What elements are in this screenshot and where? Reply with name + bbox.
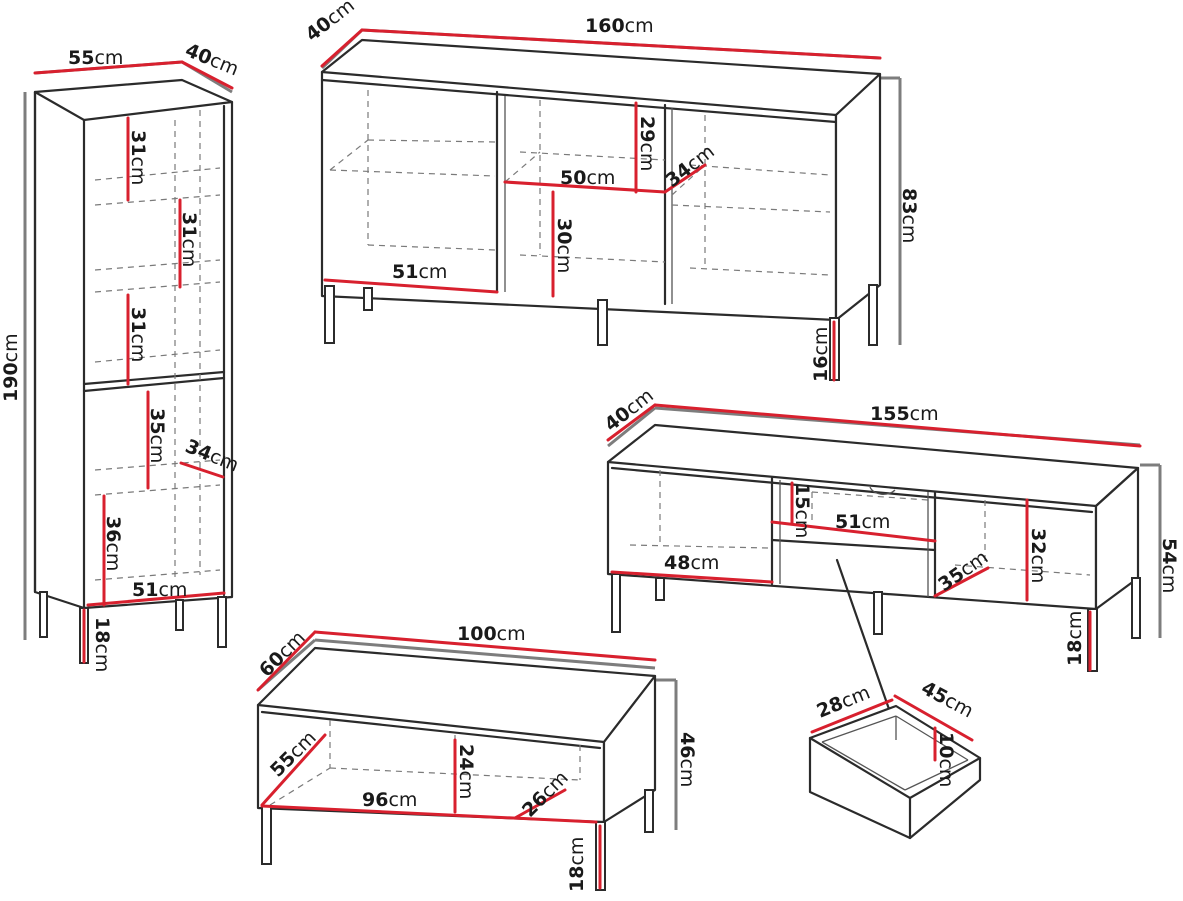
bookcase-width-label: 55cm: [68, 47, 123, 69]
coffee-table-inner-height-label: 24cm: [455, 744, 477, 799]
sideboard-shelf-width-label: 50cm: [560, 167, 615, 189]
tv-stand-compartment-height-label: 32cm: [1027, 528, 1049, 583]
bookcase-shelf-2-label: 31cm: [178, 212, 200, 267]
bookcase-depth-label: 40cm: [182, 39, 242, 80]
tv-stand-drawer-height-label: 15cm: [791, 483, 813, 538]
drawer-drawing: [808, 694, 982, 840]
bookcase-drawing: [23, 60, 234, 664]
bookcase-shelf-1-label: 31cm: [127, 130, 149, 185]
bookcase-height-label: 190cm: [0, 333, 22, 402]
sideboard-leg-height-label: 16cm: [810, 327, 832, 382]
sideboard-drawing: [320, 28, 902, 382]
tv-stand-compartment-width-label: 48cm: [664, 552, 719, 574]
drawer-height-label: 10cm: [935, 732, 957, 787]
coffee-table-drawing: [256, 630, 678, 891]
tv-stand-width-label: 155cm: [870, 403, 939, 425]
bookcase-shelf-3-label: 31cm: [127, 307, 149, 362]
sideboard-lower-height-label: 30cm: [553, 218, 575, 273]
tv-stand-drawing: [606, 403, 1162, 714]
coffee-table-leg-height-label: 18cm: [566, 837, 588, 892]
coffee-table-height-label: 46cm: [676, 732, 698, 787]
bookcase-shelf-4-label: 35cm: [146, 408, 168, 463]
coffee-table-inner-width-label: 96cm: [362, 789, 417, 811]
bookcase-leg-height-label: 18cm: [91, 617, 113, 672]
tv-stand-drawer-width-label: 51cm: [835, 511, 890, 533]
tv-stand-height-label: 54cm: [1158, 538, 1180, 593]
sideboard-compartment-width-label: 51cm: [392, 261, 447, 283]
coffee-table-width-label: 100cm: [457, 623, 526, 645]
bookcase-shelf-5-label: 36cm: [102, 516, 124, 571]
sideboard-height-label: 83cm: [898, 188, 920, 243]
sideboard-width-label: 160cm: [585, 15, 654, 37]
tv-stand-leg-height-label: 18cm: [1064, 611, 1086, 666]
drawer-depth-label: 28cm: [814, 681, 874, 722]
sideboard-upper-height-label: 29cm: [636, 116, 658, 171]
bookcase-inner-width-label: 51cm: [132, 579, 187, 601]
